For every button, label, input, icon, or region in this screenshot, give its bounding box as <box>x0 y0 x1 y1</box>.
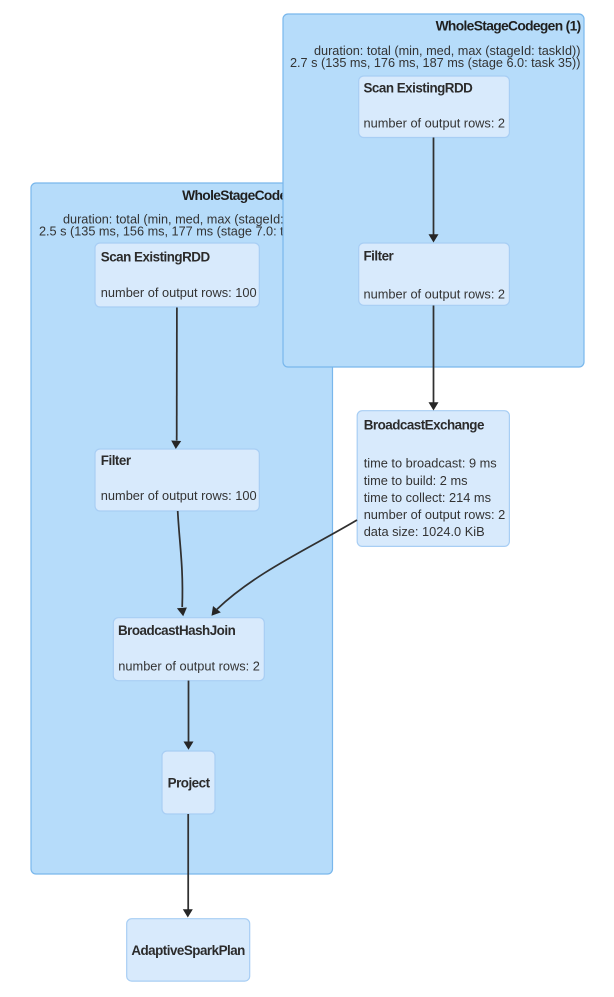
svg-text:number of output rows: 100: number of output rows: 100 <box>101 285 257 300</box>
svg-text:number of output rows: 2: number of output rows: 2 <box>118 658 260 673</box>
svg-text:Project: Project <box>168 776 211 791</box>
svg-text:Filter: Filter <box>364 249 395 264</box>
svg-text:time to build: 2 ms: time to build: 2 ms <box>364 473 468 488</box>
svg-text:time to broadcast: 9 ms: time to broadcast: 9 ms <box>364 455 497 470</box>
svg-text:2.5 s (135 ms, 156 ms, 177 ms: 2.5 s (135 ms, 156 ms, 177 ms (stage 7.0… <box>39 225 330 239</box>
svg-text:number of output rows: 2: number of output rows: 2 <box>364 507 506 522</box>
svg-text:AdaptiveSparkPlan: AdaptiveSparkPlan <box>131 943 245 958</box>
svg-text:duration: total (min, med, max: duration: total (min, med, max (stageId:… <box>63 213 330 227</box>
svg-text:number of output rows: 2: number of output rows: 2 <box>364 116 506 131</box>
svg-text:BroadcastExchange: BroadcastExchange <box>364 417 484 432</box>
svg-text:time to collect: 214 ms: time to collect: 214 ms <box>364 490 491 505</box>
svg-text:number of output rows: 100: number of output rows: 100 <box>101 488 257 503</box>
svg-text:number of output rows: 2: number of output rows: 2 <box>364 286 506 301</box>
svg-text:Scan ExistingRDD: Scan ExistingRDD <box>101 250 211 265</box>
svg-text:BroadcastHashJoin: BroadcastHashJoin <box>118 623 236 638</box>
svg-text:duration: total (min, med, max: duration: total (min, med, max (stageId:… <box>314 44 581 58</box>
svg-text:WholeStageCodegen (1): WholeStageCodegen (1) <box>436 19 581 34</box>
svg-text:Filter: Filter <box>101 453 132 468</box>
svg-text:data size: 1024.0 KiB: data size: 1024.0 KiB <box>364 524 485 539</box>
svg-text:2.7 s (135 ms, 176 ms, 187 ms: 2.7 s (135 ms, 176 ms, 187 ms (stage 6.0… <box>290 56 581 70</box>
svg-text:Scan ExistingRDD: Scan ExistingRDD <box>364 80 474 95</box>
